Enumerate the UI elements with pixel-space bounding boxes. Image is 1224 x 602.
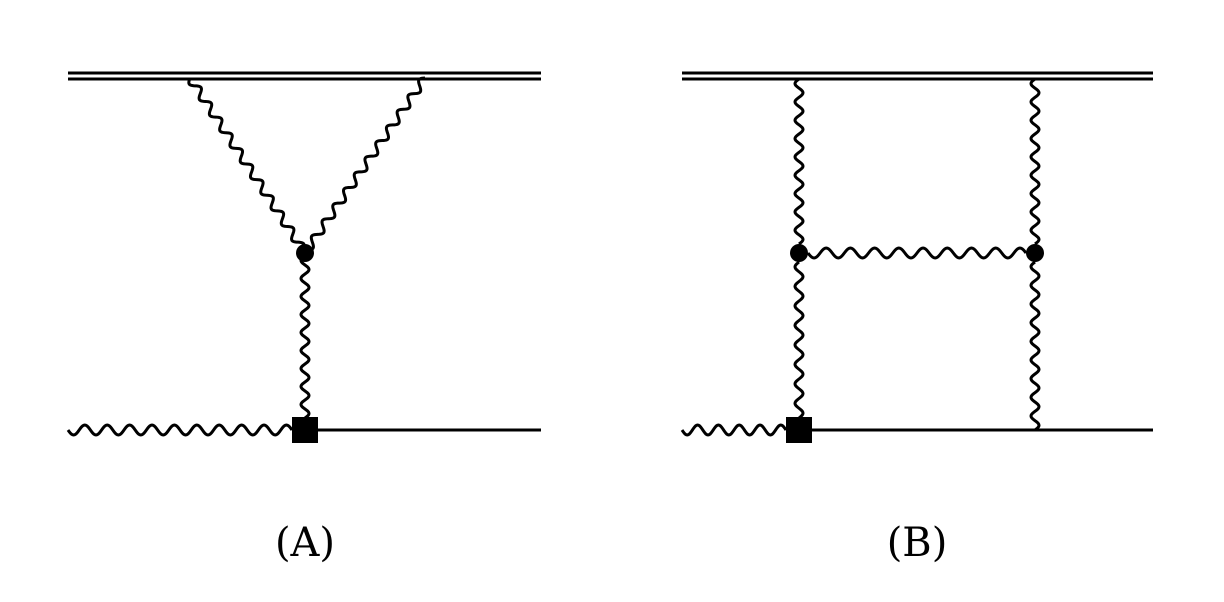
wavy-vertical-left-upper [793,77,805,246]
dot-vertex-right [1026,244,1044,262]
wavy-vertical-right-lower [1029,260,1041,432]
wavy-horizontal [806,246,1028,260]
label-a: (A) [274,520,336,566]
wavy-incoming [680,423,788,437]
wavy-leg-right [306,76,426,252]
wavy-leg-left [187,77,306,251]
square-vertex [292,417,318,443]
square-vertex [786,417,812,443]
dot-vertex [296,244,314,262]
dot-vertex-left [790,244,808,262]
wavy-vertical-right-upper [1029,77,1041,246]
wavy-vertical [299,254,311,420]
diagram-a [66,71,541,443]
diagram-b [680,71,1153,443]
wavy-incoming [66,423,294,437]
wavy-vertical-left-lower [793,260,805,420]
label-b: (B) [886,520,948,566]
